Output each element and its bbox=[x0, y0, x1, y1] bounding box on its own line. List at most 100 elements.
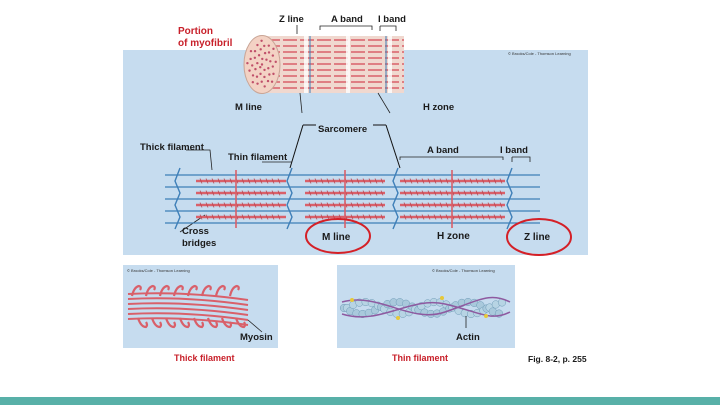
cross-bridge-tick bbox=[320, 178, 324, 184]
cross-bridge-tick bbox=[253, 214, 257, 220]
cross-bridge-tick bbox=[380, 214, 384, 220]
cross-bridge-tick bbox=[469, 190, 473, 196]
myosin-tail bbox=[127, 312, 249, 321]
cross-bridge-tick bbox=[326, 190, 330, 196]
cross-bridge-tick bbox=[320, 190, 324, 196]
cross-bridge-tick bbox=[259, 202, 263, 208]
thin-filament-label: Thin filament bbox=[228, 152, 288, 163]
thick-filament-label: Thick filament bbox=[140, 142, 205, 153]
cross-bridge-tick bbox=[356, 190, 360, 196]
cross-bridge-tick bbox=[326, 178, 330, 184]
cross-bridge-tick bbox=[217, 178, 221, 184]
cross-bridge-tick bbox=[350, 178, 354, 184]
cylinder-end-dot bbox=[255, 75, 259, 78]
cylinder-end-dot bbox=[249, 49, 253, 53]
cross-bridge-tick bbox=[457, 202, 461, 208]
cylinder-end-dot bbox=[272, 47, 275, 51]
cross-bridge-tick bbox=[229, 178, 233, 184]
portion-label-line2: of myofibril bbox=[178, 38, 233, 49]
cross-bridge-tick bbox=[445, 178, 449, 184]
cross-bridge-tick bbox=[499, 178, 503, 184]
cross-bridge-tick bbox=[403, 178, 407, 184]
tropomyosin-strand bbox=[341, 296, 511, 316]
cross-bridge-tick bbox=[326, 214, 330, 220]
myosin-head bbox=[158, 284, 170, 297]
cross-bridge-tick bbox=[368, 202, 372, 208]
myosin-tail bbox=[127, 297, 249, 306]
cylinder-end-dot bbox=[251, 80, 255, 84]
cylinder-end-dot bbox=[271, 65, 274, 68]
cross-bridge-tick bbox=[205, 178, 209, 184]
cross-bridge-tick bbox=[338, 190, 342, 196]
cross-bridge-tick bbox=[409, 178, 413, 184]
cross-bridge-tick bbox=[199, 190, 203, 196]
portion-label-line1: Portion bbox=[178, 26, 213, 37]
cross-bridge-tick bbox=[229, 190, 233, 196]
cross-bridge-tick bbox=[415, 202, 419, 208]
cross-bridge-tick bbox=[421, 202, 425, 208]
cylinder-end-dot bbox=[266, 79, 270, 83]
myosin-head bbox=[164, 317, 177, 329]
myosin-head bbox=[192, 317, 205, 329]
cross-bridge-tick bbox=[403, 202, 407, 208]
cylinder-end-dot bbox=[267, 67, 270, 70]
cylinder-end-dot bbox=[272, 72, 275, 76]
cross-bridge-tick bbox=[277, 190, 281, 196]
cross-bridge-tick bbox=[211, 178, 215, 184]
cross-bridge-tick bbox=[247, 190, 251, 196]
cylinder-end-dot bbox=[263, 75, 266, 79]
cylinder-end-dot bbox=[256, 43, 259, 47]
cross-bridge-tick bbox=[409, 202, 413, 208]
cross-bridges-label-line2: bridges bbox=[182, 238, 216, 249]
cross-bridge-tick bbox=[332, 190, 336, 196]
cross-bridge-tick bbox=[356, 214, 360, 220]
cross-bridge-tick bbox=[427, 178, 431, 184]
cylinder-end-dot bbox=[253, 56, 257, 59]
cross-bridge-tick bbox=[247, 214, 251, 220]
cross-bridge-tick bbox=[439, 190, 443, 196]
cross-bridge-tick bbox=[308, 178, 312, 184]
cross-bridge-tick bbox=[259, 190, 263, 196]
cylinder-end-dot bbox=[269, 60, 272, 63]
cross-bridge-tick bbox=[241, 202, 245, 208]
thin-filament-caption: Thin filament bbox=[392, 353, 448, 363]
cross-bridge-tick bbox=[241, 190, 245, 196]
cylinder-end-dot bbox=[251, 74, 255, 77]
cylinder-end-dot bbox=[246, 61, 249, 65]
z-line-top-label: Z line bbox=[279, 14, 304, 25]
cross-bridge-tick bbox=[362, 178, 366, 184]
cross-bridge-tick bbox=[271, 214, 275, 220]
troponin-dot bbox=[350, 298, 354, 302]
cross-bridge-tick bbox=[277, 202, 281, 208]
cross-bridge-tick bbox=[403, 190, 407, 196]
cross-bridge-tick bbox=[314, 202, 318, 208]
cross-bridge-tick bbox=[409, 214, 413, 220]
cross-bridge-tick bbox=[265, 190, 269, 196]
filament-lattice bbox=[165, 167, 540, 230]
cross-bridge-tick bbox=[493, 190, 497, 196]
cylinder-end-dot bbox=[263, 51, 267, 55]
z-line-zigzag bbox=[174, 167, 181, 230]
figure-reference: Fig. 8-2, p. 255 bbox=[528, 354, 587, 364]
thick-filament-panel: Myosin © Brooks/Cole - Thomson Learning bbox=[123, 265, 278, 348]
cross-bridge-tick bbox=[403, 214, 407, 220]
cross-bridge-tick bbox=[374, 190, 378, 196]
cross-bridge-tick bbox=[241, 214, 245, 220]
myosin-head bbox=[220, 317, 233, 329]
troponin-dot bbox=[484, 314, 488, 318]
thin-panel-credit: © Brooks/Cole - Thomson Learning bbox=[432, 268, 495, 273]
cross-bridge-tick bbox=[439, 202, 443, 208]
cross-bridge-tick bbox=[356, 202, 360, 208]
cross-bridge-tick bbox=[380, 190, 384, 196]
myosin-head bbox=[178, 317, 191, 329]
bottom-accent-bar bbox=[0, 397, 720, 405]
z-line-zigzag bbox=[392, 167, 399, 230]
troponin-dot bbox=[440, 296, 444, 300]
thick-filament-caption: Thick filament bbox=[174, 353, 235, 363]
troponin-dot bbox=[396, 316, 400, 320]
cross-bridge-tick bbox=[253, 178, 257, 184]
cross-bridge-tick bbox=[493, 214, 497, 220]
cross-bridge-tick bbox=[487, 214, 491, 220]
cross-bridge-tick bbox=[241, 178, 245, 184]
myosin-head bbox=[186, 284, 198, 297]
